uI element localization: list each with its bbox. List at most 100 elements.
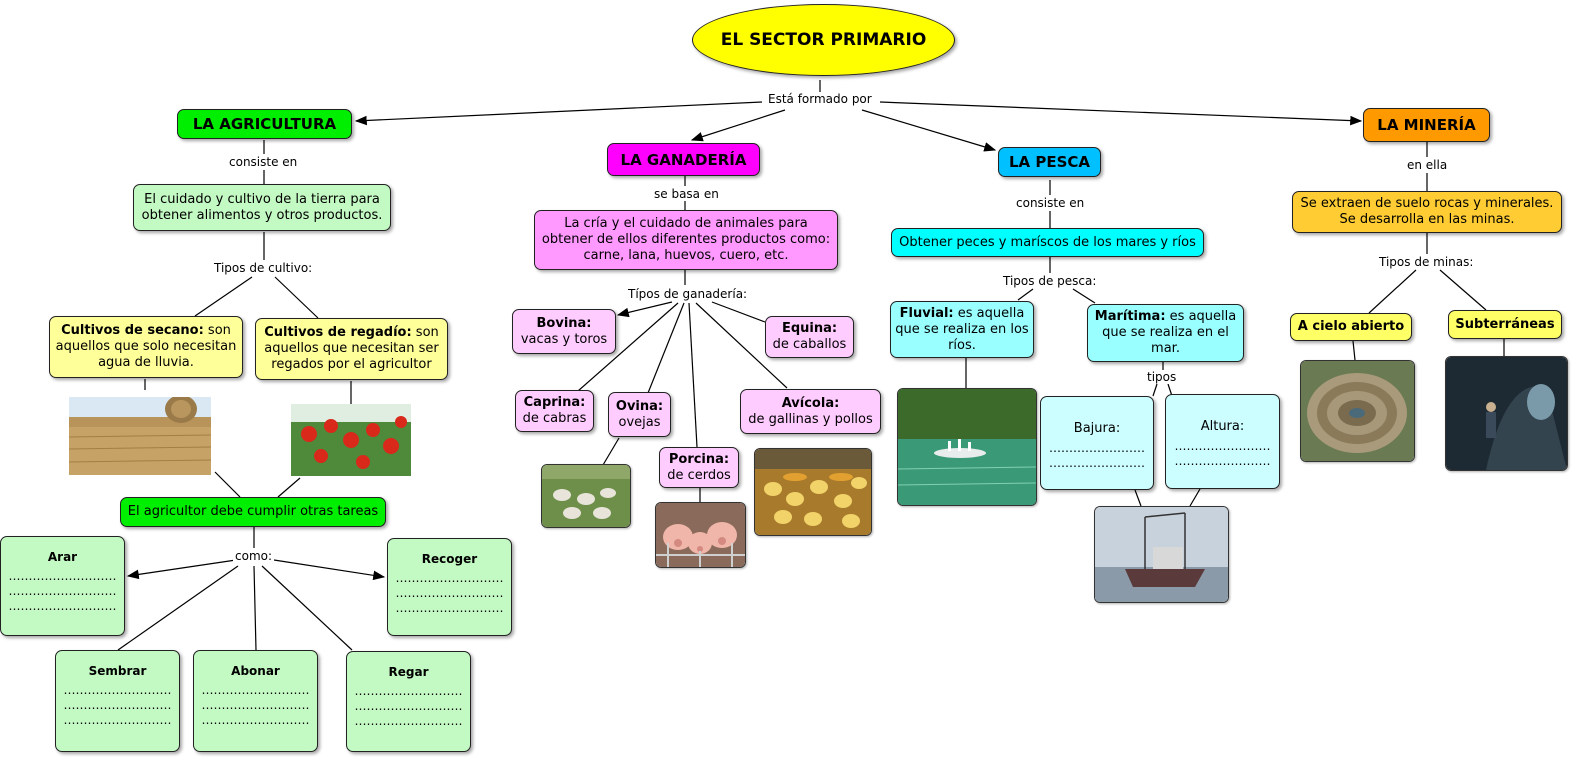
agricultura-desc-text: El cuidado y cultivo de la tierra para o…: [141, 191, 383, 223]
maritima-node[interactable]: Marítima: es aquella que se realiza en e…: [1087, 304, 1244, 362]
tarea-abonar-label: Abonar: [231, 664, 280, 678]
caprina-title: Caprina:: [523, 395, 586, 410]
regadio-node[interactable]: Cultivos de regadío: son aquellos que ne…: [255, 318, 448, 380]
tarea-regar[interactable]: Regar ……………………… ……………………… ………………………: [346, 651, 471, 752]
tarea-arar-dots-2: ………………………: [8, 584, 117, 598]
mineria-desc[interactable]: Se extraen de suelo rocas y minerales. S…: [1292, 191, 1562, 233]
mineria-label: LA MINERÍA: [1377, 116, 1476, 134]
pesca-node[interactable]: LA PESCA: [998, 147, 1101, 177]
link-en-ella: en ella: [1405, 158, 1450, 172]
pesca-label: LA PESCA: [1008, 153, 1091, 171]
subterraneas-label: Subterráneas: [1455, 316, 1555, 332]
agricultura-desc[interactable]: El cuidado y cultivo de la tierra para o…: [133, 184, 391, 231]
tarea-sembrar-dots-2: ………………………: [63, 698, 172, 712]
bajura-dots-1: ……………………: [1049, 441, 1145, 455]
equina-node[interactable]: Equina: de caballos: [765, 316, 854, 358]
tarea-abonar-dots-1: ………………………: [201, 683, 310, 697]
link-consiste-pesca: consiste en: [1014, 196, 1087, 210]
underground-mine-image: [1445, 356, 1568, 471]
ganaderia-node[interactable]: LA GANADERÍA: [607, 143, 760, 176]
ganaderia-desc[interactable]: La cría y el cuidado de animales para ob…: [534, 210, 838, 270]
equina-title: Equina:: [781, 321, 838, 336]
link-tipos-pesca: Tipos de pesca:: [1001, 274, 1099, 288]
pigs-image: [655, 502, 746, 568]
tarea-arar[interactable]: Arar ……………………… ……………………… ………………………: [0, 536, 125, 636]
link-formado: Está formado por: [766, 92, 874, 106]
link-como: como:: [233, 549, 275, 563]
maritima-text: es aquella que se realiza en el mar.: [1102, 309, 1237, 356]
cielo-abierto-label: A cielo abierto: [1297, 319, 1405, 334]
river-fishing-image: [897, 388, 1037, 506]
caprina-text: de cabras: [522, 411, 587, 426]
tarea-regar-label: Regar: [388, 665, 429, 679]
equina-text: de caballos: [772, 337, 847, 352]
maritima-title: Marítima:: [1094, 309, 1166, 324]
tarea-arar-label: Arar: [47, 550, 78, 564]
bovina-node[interactable]: Bovina: vacas y toros: [512, 309, 616, 354]
altura-node[interactable]: Altura: …………………… ……………………: [1165, 394, 1280, 489]
link-tipos-cultivo: Tipos de cultivo:: [212, 261, 315, 275]
wheat-field-image: [69, 397, 211, 475]
mineria-node[interactable]: LA MINERÍA: [1363, 108, 1490, 142]
tarea-sembrar-dots-1: ………………………: [63, 683, 172, 697]
ganaderia-label: LA GANADERÍA: [620, 150, 747, 169]
bajura-label: Bajura:: [1073, 421, 1121, 436]
bajura-node[interactable]: Bajura: …………………… ……………………: [1040, 396, 1154, 490]
otras-tareas-text: El agricultor debe cumplir otras tareas: [127, 504, 379, 519]
fishing-boat-image: [1094, 506, 1229, 603]
pesca-desc[interactable]: Obtener peces y maríscos de los mares y …: [891, 228, 1204, 257]
tarea-abonar-dots-3: ………………………: [201, 713, 310, 727]
tarea-recoger-dots-2: ………………………: [395, 586, 504, 600]
tarea-regar-dots-3: ………………………: [354, 714, 463, 728]
ovina-text: ovejas: [618, 414, 661, 430]
link-se-basa: se basa en: [652, 187, 721, 201]
secano-node[interactable]: Cultivos de secano: son aquellos que sol…: [49, 316, 243, 378]
bajura-dots-2: ……………………: [1049, 456, 1145, 470]
otras-tareas-node[interactable]: El agricultor debe cumplir otras tareas: [120, 497, 386, 527]
tarea-recoger[interactable]: Recoger ……………………… ……………………… ………………………: [387, 538, 512, 636]
tarea-abonar-dots-2: ………………………: [201, 698, 310, 712]
tarea-arar-dots-1: ………………………: [8, 569, 117, 583]
cielo-abierto-node[interactable]: A cielo abierto: [1290, 313, 1412, 341]
ovina-title: Ovina:: [615, 398, 664, 414]
tarea-recoger-dots-3: ………………………: [395, 601, 504, 615]
tarea-recoger-dots-1: ………………………: [395, 571, 504, 585]
tarea-regar-dots-2: ………………………: [354, 699, 463, 713]
fluvial-node[interactable]: Fluvial: es aquella que se realiza en lo…: [890, 301, 1034, 358]
tarea-sembrar-dots-3: ………………………: [63, 713, 172, 727]
tarea-abonar[interactable]: Abonar ……………………… ……………………… ………………………: [193, 650, 318, 752]
subterraneas-node[interactable]: Subterráneas: [1448, 310, 1562, 339]
mineria-desc-text: Se extraen de suelo rocas y minerales. S…: [1300, 196, 1554, 227]
tarea-regar-dots-1: ………………………: [354, 684, 463, 698]
porcina-text: de cerdos: [667, 467, 731, 483]
regadio-text: son aquellos que necesitan ser regados p…: [264, 325, 439, 372]
altura-label: Altura:: [1200, 419, 1245, 434]
link-tipos-ganaderia: Típos de ganadería:: [626, 287, 750, 301]
agricultura-label: LA AGRICULTURA: [192, 115, 337, 133]
altura-dots-2: ……………………: [1174, 454, 1271, 468]
tarea-sembrar[interactable]: Sembrar ……………………… ……………………… ………………………: [55, 650, 180, 752]
bovina-title: Bovina:: [536, 315, 592, 331]
porcina-title: Porcina:: [668, 451, 730, 467]
secano-title: Cultivos de secano:: [61, 323, 204, 338]
tarea-arar-dots-3: ………………………: [8, 599, 117, 613]
link-tipos-minas: Tipos de minas:: [1377, 255, 1476, 269]
tarea-sembrar-label: Sembrar: [88, 664, 147, 678]
ganaderia-desc-text: La cría y el cuidado de animales para ob…: [541, 216, 831, 263]
porcina-node[interactable]: Porcina: de cerdos: [659, 447, 739, 488]
title-node[interactable]: EL SECTOR PRIMARIO: [692, 4, 955, 76]
caprina-node[interactable]: Caprina: de cabras: [515, 390, 594, 432]
agricultura-node[interactable]: LA AGRICULTURA: [177, 109, 352, 139]
title-text: EL SECTOR PRIMARIO: [720, 30, 927, 50]
pesca-desc-text: Obtener peces y maríscos de los mares y …: [899, 234, 1196, 250]
avicola-title: Avícola:: [781, 395, 840, 411]
avicola-text: de gallinas y pollos: [748, 411, 873, 427]
regadio-title: Cultivos de regadío:: [264, 325, 412, 340]
ovina-node[interactable]: Ovina: ovejas: [608, 392, 671, 437]
avicola-node[interactable]: Avícola: de gallinas y pollos: [740, 389, 881, 434]
open-pit-mine-image: [1300, 360, 1415, 462]
tomato-plant-image: [291, 404, 411, 476]
secano-text: son aquellos que solo necesitan agua de …: [55, 323, 237, 370]
altura-dots-1: ……………………: [1174, 439, 1271, 453]
